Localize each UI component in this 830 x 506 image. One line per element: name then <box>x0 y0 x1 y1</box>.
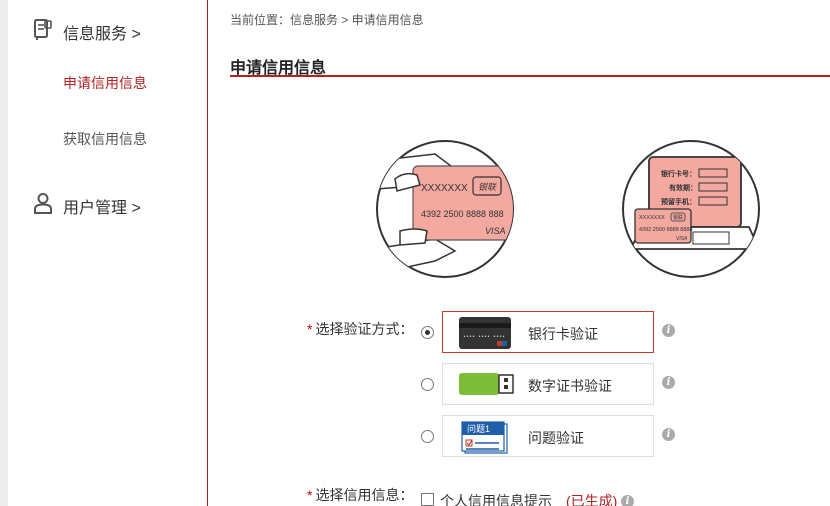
sidebar-item-get-credit[interactable]: 获取信用信息 <box>63 131 147 147</box>
card-holding-illustration: XXXXXXX 银联 4392 2500 8888 888 VISA <box>375 139 515 284</box>
laptop-card-number: 4392 2500 8888 8888 <box>639 227 693 233</box>
radio-question[interactable] <box>421 430 434 443</box>
main-content: 当前位置：信息服务 > 申请信用信息 申请信用信息 XXXXXXX 银联 439… <box>230 0 830 506</box>
menu-group-label: 信息服务 > <box>63 25 141 43</box>
credit-info-checkbox[interactable] <box>421 493 434 506</box>
menu-group-user-management[interactable]: 用户管理 > <box>33 192 141 219</box>
card-number: 4392 2500 8888 888 <box>421 209 504 219</box>
info-icon[interactable]: i <box>662 428 675 441</box>
page-title: 申请信用信息 <box>230 60 327 77</box>
svg-text:•••• •••• ••••: •••• •••• •••• <box>463 334 505 340</box>
laptop-input-illustration: 银行卡号： 有效期： 预留手机： XXXXXXX 银联 4392 2500 88… <box>621 139 761 284</box>
option-question[interactable]: 问题1 问题验证 <box>442 415 654 457</box>
info-icon[interactable]: i <box>662 324 675 337</box>
credit-info-text: 选择信用信息： <box>315 487 414 503</box>
credit-option-label: 个人信用信息提示 <box>440 493 552 506</box>
verify-method-text: 选择验证方式： <box>315 321 414 337</box>
option-label: 问题验证 <box>528 430 584 446</box>
option-label: 银行卡验证 <box>528 326 598 342</box>
option-bank-card[interactable]: •••• •••• •••• 银行卡验证 <box>442 311 654 353</box>
info-icon[interactable]: i <box>662 376 675 389</box>
verify-method-label: *选择验证方式： <box>307 319 413 339</box>
left-gutter <box>0 0 8 506</box>
question-icon-text: 问题1 <box>467 423 490 434</box>
laptop-field-1: 银行卡号： <box>661 169 696 178</box>
sidebar-item-apply-credit[interactable]: 申请信用信息 <box>63 75 147 91</box>
breadcrumb: 当前位置：信息服务 > 申请信用信息 <box>230 13 424 27</box>
user-icon <box>33 192 53 219</box>
laptop-card-brand: 银联 <box>673 214 683 221</box>
option-digital-cert[interactable]: 数字证书验证 <box>442 363 654 405</box>
laptop-field-3: 预留手机： <box>661 197 696 206</box>
laptop-card-mask: XXXXXXX <box>639 215 665 221</box>
card-network: VISA <box>485 226 506 236</box>
laptop-card-network: VISA <box>676 236 688 242</box>
card-brand: 银联 <box>478 182 497 192</box>
menu-group-label: 用户管理 > <box>63 199 141 217</box>
question-card-icon: 问题1 <box>459 421 509 460</box>
laptop-field-2: 有效期： <box>669 183 697 192</box>
menu-group-info-service[interactable]: 信息服务 > <box>33 18 141 45</box>
bank-card-icon: •••• •••• •••• <box>459 317 511 354</box>
document-icon <box>33 18 53 45</box>
required-mark: * <box>307 321 313 337</box>
radio-digital-cert[interactable] <box>421 378 434 391</box>
usb-key-icon <box>459 369 515 404</box>
option-label: 数字证书验证 <box>528 378 612 394</box>
title-divider <box>230 75 830 77</box>
info-icon[interactable]: i <box>621 495 634 506</box>
sidebar: 信息服务 > 申请信用信息 获取信用信息 用户管理 > <box>8 0 208 506</box>
radio-bank-card[interactable] <box>421 326 434 339</box>
credit-status-text: (已生成) <box>566 493 618 506</box>
card-mask: XXXXXXX <box>421 183 468 194</box>
required-mark: * <box>307 487 313 503</box>
credit-info-label: *选择信用信息： <box>307 485 413 505</box>
